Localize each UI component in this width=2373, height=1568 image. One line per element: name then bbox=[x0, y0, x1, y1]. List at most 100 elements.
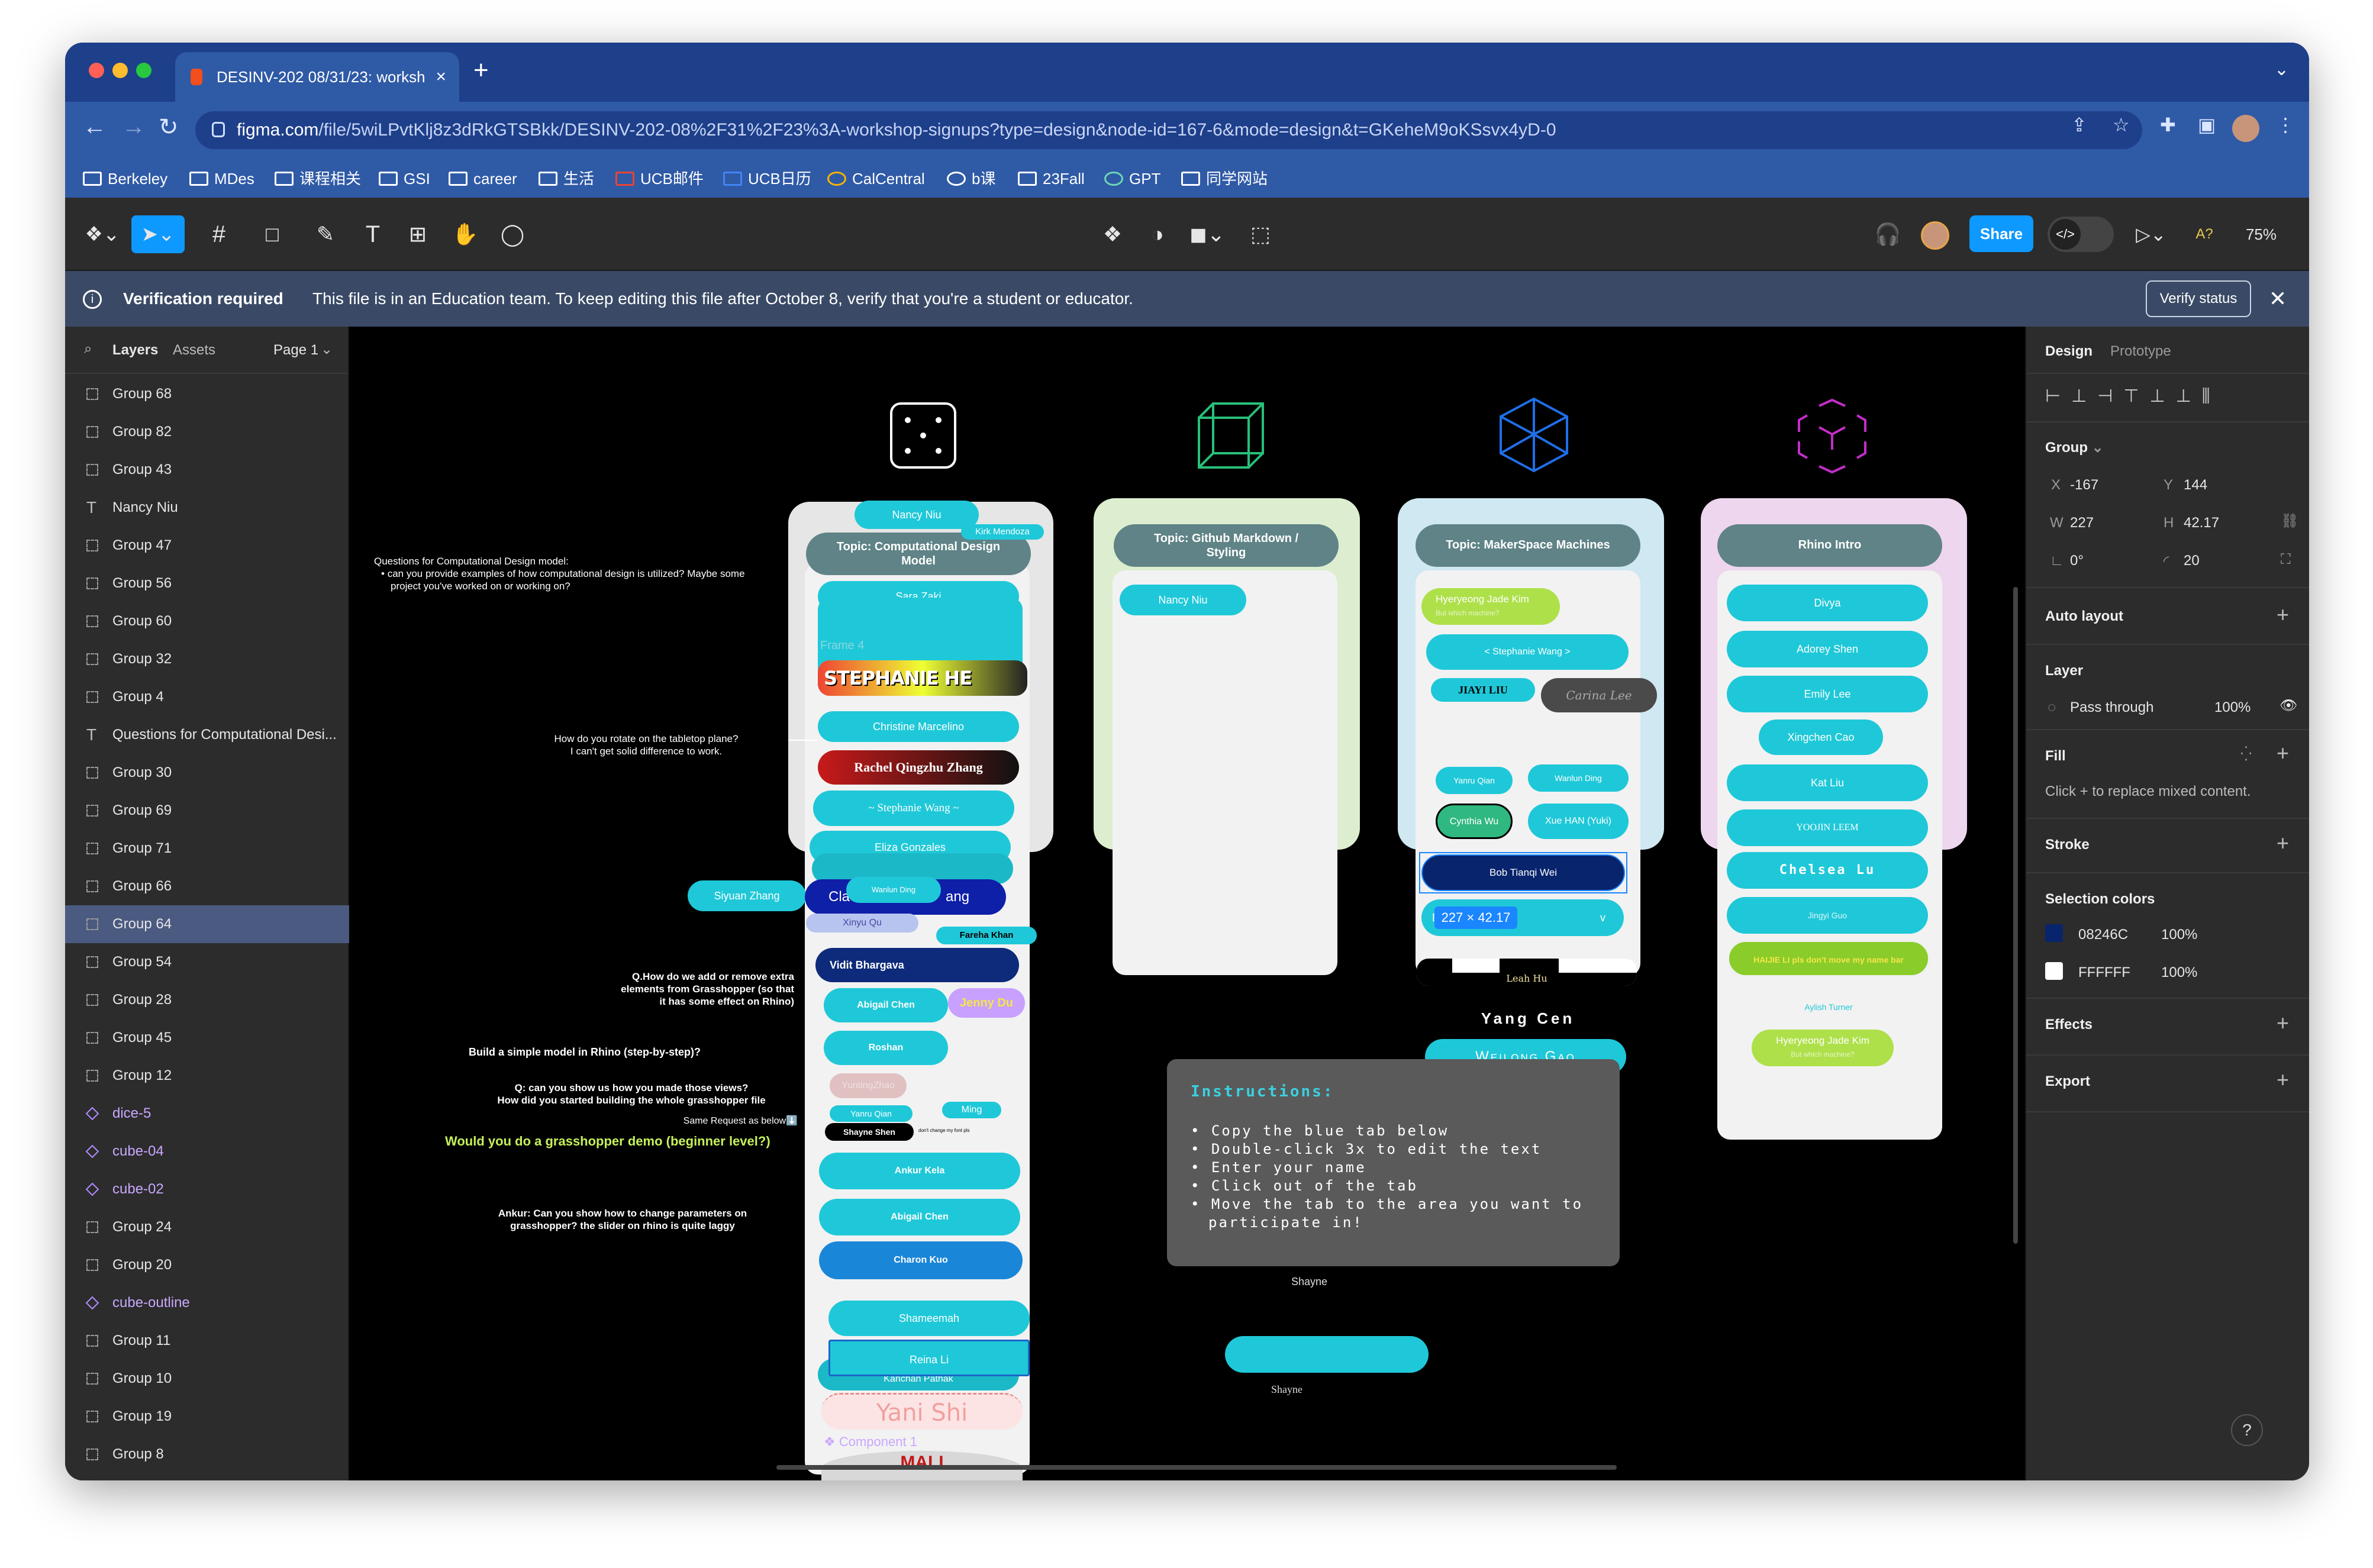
present-icon[interactable]: ▷⌄ bbox=[2136, 224, 2166, 245]
name-tab[interactable]: Nancy Niu bbox=[1120, 585, 1246, 615]
name-tab[interactable]: < Stephanie Wang > bbox=[1426, 634, 1629, 670]
x-input[interactable]: -167 bbox=[2070, 477, 2099, 493]
name-tab[interactable]: Siyuan Zhang bbox=[688, 880, 806, 911]
name-tab[interactable]: Shayne Shen bbox=[825, 1123, 914, 1141]
layer-row[interactable]: Group 64 bbox=[65, 905, 349, 943]
layer-row[interactable]: cube-04 bbox=[65, 1133, 349, 1170]
layer-row[interactable]: Group 9🔒 bbox=[65, 1473, 349, 1480]
browser-tab-active[interactable]: DESINV-202 08/31/23: worksh × bbox=[175, 52, 459, 102]
layer-row[interactable]: Group 24 bbox=[65, 1208, 349, 1246]
profile-avatar[interactable] bbox=[2232, 115, 2259, 142]
tab-search-chevron-icon[interactable]: ⌄ bbox=[2274, 60, 2289, 79]
bookmark-item[interactable]: MDes bbox=[189, 167, 254, 191]
question-note[interactable]: Build a simple model in Rhino (step-by-s… bbox=[469, 1046, 701, 1058]
page-selector[interactable]: Page 1 bbox=[273, 342, 319, 358]
mask-icon[interactable]: ◑ bbox=[1151, 222, 1164, 246]
component-label[interactable]: ❖ Component 1 bbox=[824, 1434, 917, 1449]
name-tab[interactable]: JIAYI LIU bbox=[1431, 678, 1535, 702]
side-panel-icon[interactable]: ▣ bbox=[2198, 114, 2216, 135]
topic-header-makerspace[interactable]: Topic: MakerSpace Machines bbox=[1416, 524, 1640, 567]
name-tab[interactable]: Yanru Qian bbox=[830, 1105, 913, 1122]
bookmark-item[interactable]: GSI bbox=[379, 167, 430, 191]
name-tab[interactable]: Fareha Khan bbox=[936, 927, 1037, 944]
verify-status-button[interactable]: Verify status bbox=[2146, 280, 2251, 317]
share-button[interactable]: Share bbox=[1969, 215, 2033, 252]
forward-icon[interactable]: → bbox=[122, 114, 146, 140]
bookmark-star-icon[interactable]: ☆ bbox=[2113, 114, 2130, 135]
ai-button[interactable]: A? bbox=[2195, 226, 2213, 242]
name-tab[interactable]: Nancy Niu bbox=[855, 501, 979, 529]
layer-row[interactable]: cube-02 bbox=[65, 1170, 349, 1208]
independent-corners-icon[interactable]: ⛶ bbox=[2281, 551, 2291, 567]
layer-row[interactable]: dice-5 bbox=[65, 1095, 349, 1133]
layer-row[interactable]: Group 71 bbox=[65, 830, 349, 867]
leah-tab[interactable]: Leah Hu bbox=[1417, 959, 1637, 986]
name-tab[interactable]: Jenny Du bbox=[948, 988, 1025, 1018]
shayne-label[interactable]: Shayne bbox=[1291, 1276, 1328, 1288]
bookmark-item[interactable]: 课程相关 bbox=[275, 167, 361, 191]
design-canvas[interactable]: Topic: Computational Design Model Topic:… bbox=[350, 327, 2025, 1480]
name-tab[interactable]: Emily Lee bbox=[1727, 676, 1928, 712]
pen-tool-icon[interactable]: ✎ bbox=[316, 222, 335, 246]
audio-icon[interactable]: 🎧 bbox=[1874, 222, 1901, 246]
bookmark-item[interactable]: UCB邮件 bbox=[615, 167, 704, 191]
lock-icon[interactable]: 🔒 bbox=[305, 1473, 318, 1480]
yang-cen-label[interactable]: Yang Cen bbox=[1481, 1009, 1575, 1027]
text-tool-icon[interactable]: T bbox=[365, 221, 381, 247]
bookmark-item[interactable]: UCB日历 bbox=[723, 167, 811, 191]
horizontal-scrollbar[interactable] bbox=[776, 1465, 1617, 1470]
topic-header-computational[interactable]: Topic: Computational Design Model bbox=[806, 533, 1031, 575]
add-effect-icon[interactable]: + bbox=[2276, 1011, 2289, 1035]
question-note[interactable]: Questions for Computational Design model… bbox=[374, 556, 745, 592]
layer-row[interactable]: Group 30 bbox=[65, 754, 349, 792]
name-tab[interactable]: Ming bbox=[942, 1102, 1001, 1118]
radius-input[interactable]: 20 bbox=[2184, 553, 2200, 569]
crop-icon[interactable]: ⬚ bbox=[1250, 222, 1271, 246]
name-tab[interactable]: Cynthia Wu bbox=[1436, 804, 1513, 839]
layer-row[interactable]: Group 47 bbox=[65, 527, 349, 564]
zoom-dropdown[interactable]: 75% bbox=[2245, 225, 2277, 243]
name-tab[interactable]: Kat Liu bbox=[1727, 764, 1928, 801]
layer-row[interactable]: Group 28 bbox=[65, 981, 349, 1019]
close-tab-icon[interactable]: × bbox=[436, 67, 446, 86]
name-tab[interactable]: HAIJIE LI pls don't move my name bar bbox=[1727, 940, 1930, 977]
frame-tool-icon[interactable]: # bbox=[212, 221, 226, 247]
name-tab-selected[interactable]: Reina Li bbox=[828, 1340, 1030, 1376]
style-grid-icon[interactable]: ⁛ bbox=[2240, 746, 2252, 762]
name-tab[interactable]: YuntingZhao bbox=[830, 1073, 907, 1098]
name-tab[interactable]: Adorey Shen bbox=[1727, 631, 1928, 667]
close-icon[interactable]: ✕ bbox=[2269, 286, 2287, 311]
cube-04-icon[interactable] bbox=[1795, 398, 1869, 475]
name-tab[interactable]: ~ Stephanie Wang ~ bbox=[813, 791, 1014, 826]
name-tab[interactable]: YOOJIN LEEM bbox=[1727, 809, 1928, 846]
bookmark-item[interactable]: GPT bbox=[1104, 167, 1160, 191]
vertical-scrollbar[interactable] bbox=[2013, 587, 2018, 1244]
layer-row[interactable]: Group 60 bbox=[65, 602, 349, 640]
layer-row[interactable]: Group 4 bbox=[65, 678, 349, 716]
layer-row[interactable]: Group 10 bbox=[65, 1360, 349, 1398]
layer-row[interactable]: Group 66 bbox=[65, 867, 349, 905]
name-tab[interactable]: Abigail Chen bbox=[819, 1199, 1020, 1235]
name-tab[interactable]: Divya bbox=[1727, 585, 1928, 621]
name-tab[interactable]: Xinyu Qu bbox=[806, 914, 918, 933]
collaborator-avatar[interactable] bbox=[1921, 221, 1949, 250]
name-tab[interactable]: Chelsea Lu bbox=[1727, 852, 1928, 889]
tab-design[interactable]: Design bbox=[2045, 343, 2093, 359]
site-info-icon[interactable] bbox=[212, 122, 225, 137]
name-tab[interactable]: Yanru Qian bbox=[1436, 767, 1513, 794]
name-tab[interactable]: Xue HAN (Yuki) bbox=[1528, 804, 1629, 839]
shayne-label[interactable]: Shayne bbox=[1271, 1383, 1302, 1395]
layer-row[interactable]: Group 32 bbox=[65, 640, 349, 678]
question-note[interactable]: Q.How do we add or remove extra elements… bbox=[621, 971, 794, 1007]
bookmark-item[interactable]: Berkeley bbox=[83, 167, 167, 191]
y-input[interactable]: 144 bbox=[2184, 477, 2208, 493]
question-note[interactable]: How do you rotate on the tabletop plane?… bbox=[554, 733, 739, 757]
name-tab[interactable]: Vidit Bhargava bbox=[815, 948, 1019, 982]
search-icon[interactable]: ⌕ bbox=[84, 341, 92, 357]
bookmark-item[interactable]: CalCentral bbox=[827, 167, 925, 191]
browser-menu-icon[interactable]: ⋮ bbox=[2276, 114, 2295, 135]
signup-column-2[interactable] bbox=[1113, 570, 1337, 975]
